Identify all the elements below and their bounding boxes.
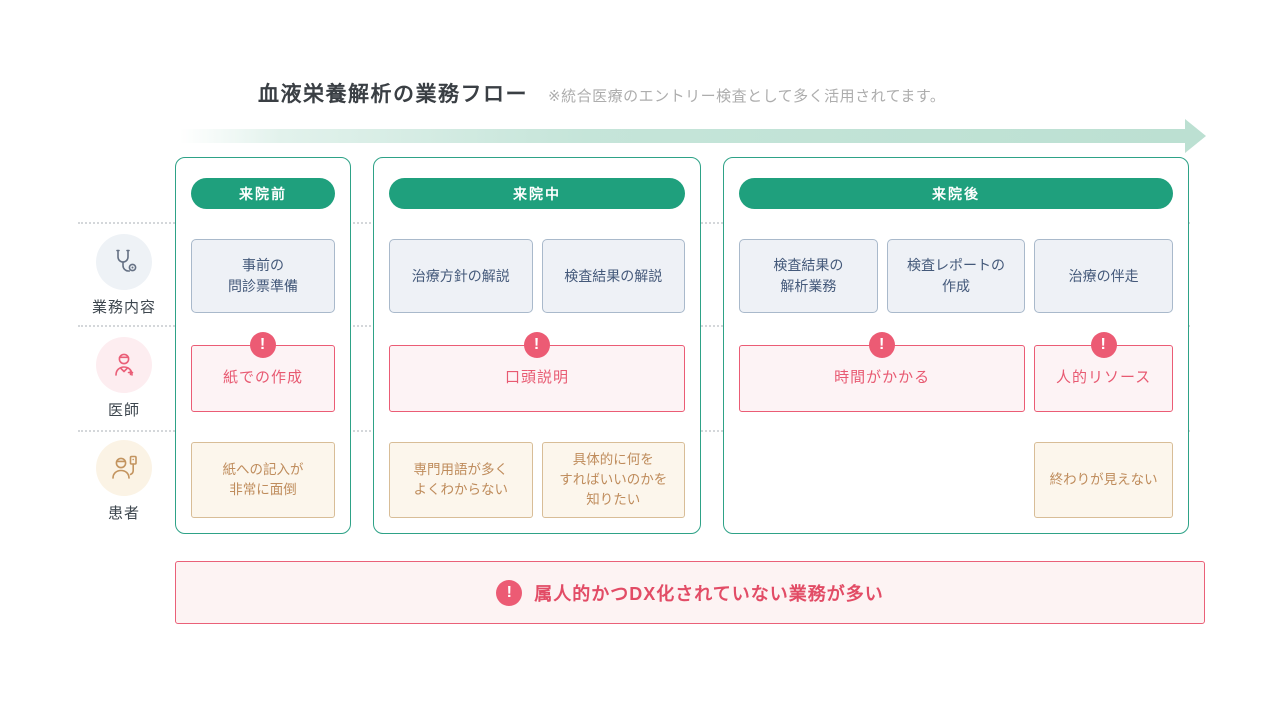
page-subtitle: ※統合医療のエントリー検査として多く活用されてます。 bbox=[548, 88, 946, 105]
row-label-tasks: 業務内容 bbox=[84, 234, 164, 317]
column-before-visit: 来院前 事前の 問診票準備 ! 紙での作成 紙への記入が 非常に面倒 bbox=[175, 157, 351, 534]
column-after-visit: 来院後 検査結果の 解析業務 検査レポートの 作成 治療の伴走 ! 時間がかかる… bbox=[723, 157, 1189, 534]
doctor-issue-text: 時間がかかる bbox=[834, 369, 931, 387]
timeline-arrow-head-icon bbox=[1185, 119, 1206, 153]
doctor-issues-row: ! 口頭説明 bbox=[374, 332, 700, 412]
task-box: 治療方針の解説 bbox=[389, 239, 533, 313]
task-box: 治療の伴走 bbox=[1034, 239, 1173, 313]
doctor-issue-text: 口頭説明 bbox=[504, 369, 569, 387]
exclamation-icon: ! bbox=[1090, 332, 1117, 358]
tasks-row: 治療方針の解説 検査結果の解説 bbox=[374, 239, 700, 313]
column-header-after: 来院後 bbox=[739, 178, 1173, 209]
patient-issue-box: 紙への記入が 非常に面倒 bbox=[191, 442, 335, 518]
doctor-issue-box: ! 時間がかかる bbox=[739, 332, 1026, 412]
patient-issue-box: 終わりが見えない bbox=[1034, 442, 1173, 518]
tasks-row: 検査結果の 解析業務 検査レポートの 作成 治療の伴走 bbox=[724, 239, 1188, 313]
column-during-visit: 来院中 治療方針の解説 検査結果の解説 ! 口頭説明 専門用語が多く よくわから… bbox=[373, 157, 701, 534]
doctor-icon bbox=[96, 337, 152, 393]
doctor-issue-text: 人的リソース bbox=[1056, 369, 1152, 387]
task-box: 検査レポートの 作成 bbox=[886, 239, 1026, 313]
summary-banner-text: 属人的かつDX化されていない業務が多い bbox=[534, 583, 884, 604]
patient-issue-box: 具体的に何を すればいいのかを 知りたい bbox=[541, 442, 685, 518]
exclamation-icon: ! bbox=[250, 332, 276, 358]
doctor-issue-box: ! 口頭説明 bbox=[389, 332, 685, 412]
timeline-arrow-body bbox=[180, 129, 1187, 143]
task-box: 検査結果の解説 bbox=[541, 239, 685, 313]
patient-issues-row: 専門用語が多く よくわからない 具体的に何を すればいいのかを 知りたい bbox=[374, 442, 700, 518]
task-box: 検査結果の 解析業務 bbox=[739, 239, 878, 313]
timeline-arrow bbox=[180, 119, 1206, 153]
stethoscope-icon bbox=[96, 234, 152, 290]
page-title: 血液栄養解析の業務フロー bbox=[258, 83, 528, 106]
exclamation-icon: ! bbox=[496, 579, 523, 606]
patient-icon bbox=[96, 440, 152, 496]
summary-banner: ! 属人的かつDX化されていない業務が多い bbox=[175, 561, 1205, 624]
row-label-tasks-text: 業務内容 bbox=[91, 299, 156, 316]
row-label-doctor: 医師 bbox=[84, 337, 164, 420]
doctor-issue-text: 紙での作成 bbox=[222, 369, 303, 387]
row-label-patient-text: 患者 bbox=[107, 505, 140, 522]
task-box: 事前の 問診票準備 bbox=[191, 239, 335, 313]
column-header-before: 来院前 bbox=[191, 178, 335, 209]
row-label-doctor-text: 医師 bbox=[107, 402, 140, 419]
doctor-issue-box: ! 人的リソース bbox=[1034, 332, 1173, 412]
column-header-during: 来院中 bbox=[389, 178, 685, 209]
exclamation-icon: ! bbox=[869, 332, 896, 358]
patient-issues-row: 終わりが見えない bbox=[724, 442, 1188, 518]
doctor-issues-row: ! 時間がかかる ! 人的リソース bbox=[724, 332, 1188, 412]
doctor-issues-row: ! 紙での作成 bbox=[176, 332, 350, 412]
patient-issues-row: 紙への記入が 非常に面倒 bbox=[176, 442, 350, 518]
tasks-row: 事前の 問診票準備 bbox=[176, 239, 350, 313]
row-label-patient: 患者 bbox=[84, 440, 164, 523]
patient-issue-box: 専門用語が多く よくわからない bbox=[389, 442, 533, 518]
exclamation-icon: ! bbox=[524, 332, 550, 358]
title-row: 血液栄養解析の業務フロー ※統合医療のエントリー検査として多く活用されてます。 bbox=[258, 78, 945, 108]
doctor-issue-box: ! 紙での作成 bbox=[191, 332, 335, 412]
